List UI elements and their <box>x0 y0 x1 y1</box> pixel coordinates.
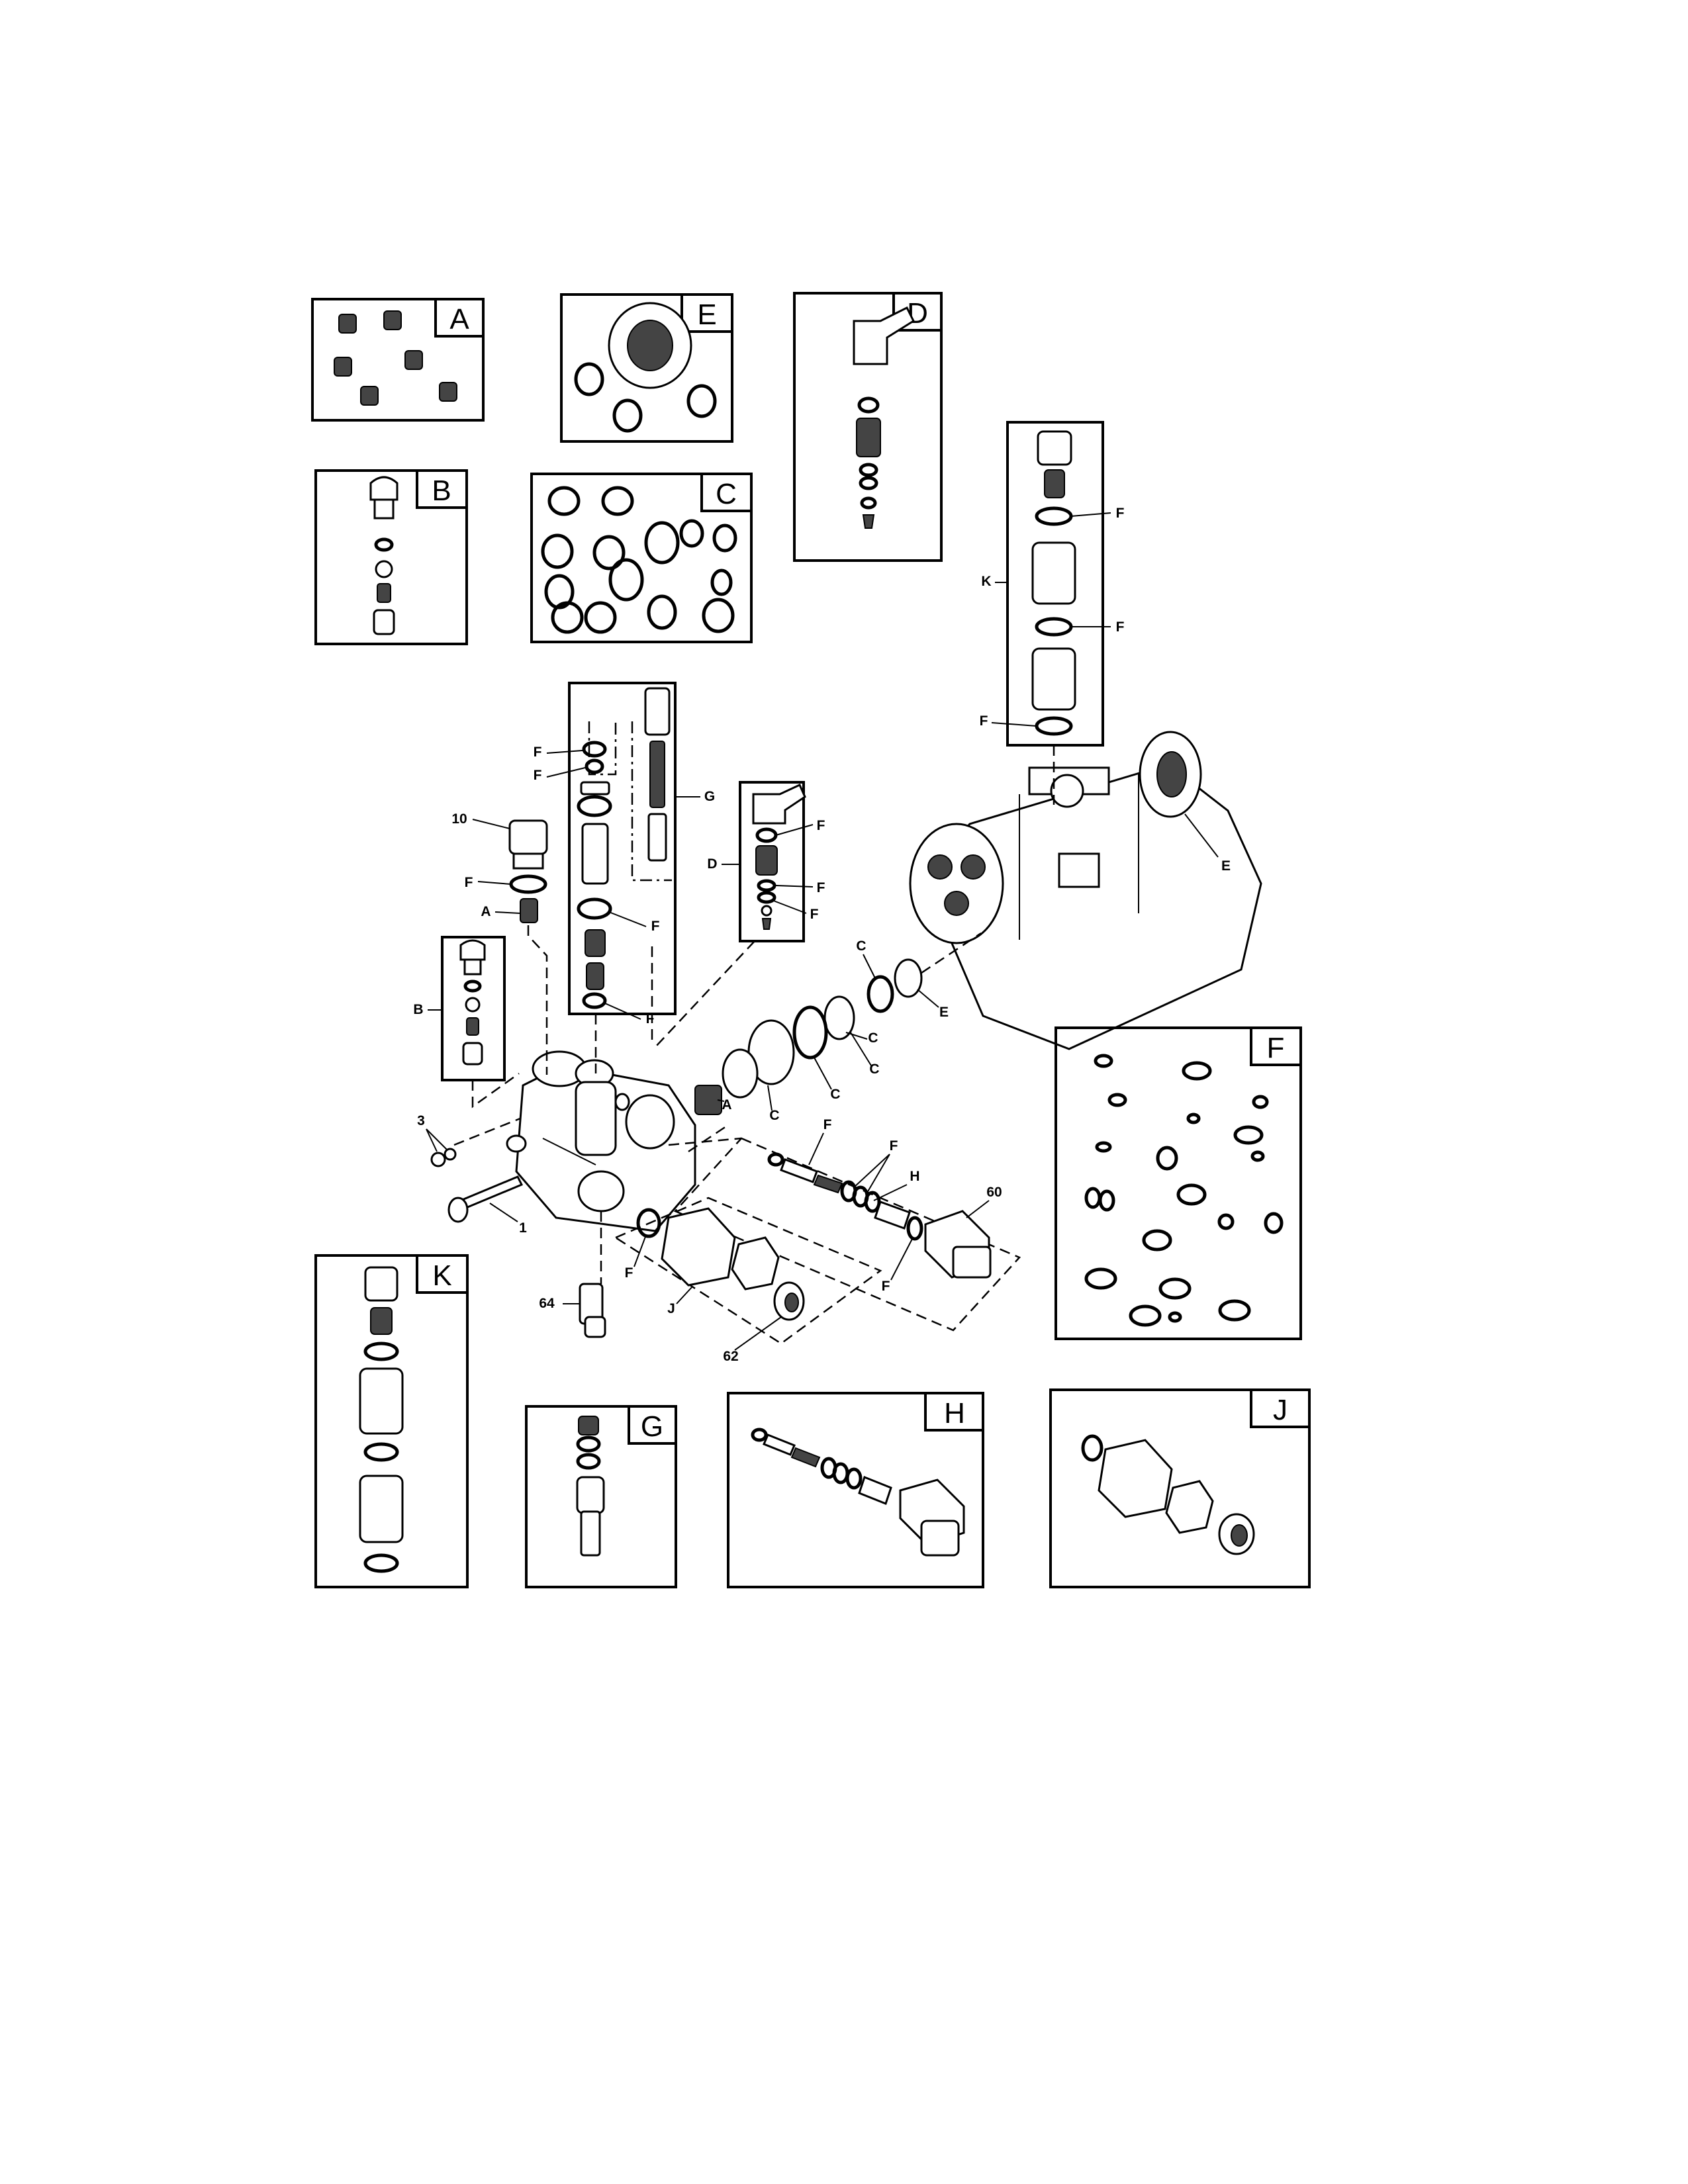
kit-j-parts <box>1081 1434 1255 1555</box>
callout: 62 <box>723 1349 738 1364</box>
callout: H <box>910 1169 919 1184</box>
inlet-seal-callouts: C E C C C A C <box>717 938 949 1123</box>
d-assembly-callouts: F D F F <box>707 818 825 922</box>
kit-f-label: F <box>1267 1032 1285 1064</box>
kit-a-panel: A <box>311 298 485 422</box>
kit-f-panel: F <box>1055 1026 1302 1340</box>
h-assembly-callouts: F F H 60 F <box>808 1117 1002 1294</box>
callout: F <box>810 907 819 922</box>
kit-c-panel: C <box>530 473 753 643</box>
kit-k-panel: K <box>314 1254 469 1588</box>
callout: F <box>817 880 825 895</box>
callout: F <box>882 1279 890 1294</box>
kit-f-orings <box>1084 1054 1284 1327</box>
part-64-fitting: 64 <box>539 1283 606 1338</box>
callout: C <box>868 1030 878 1046</box>
callout: F <box>465 875 473 890</box>
j-assembly-group <box>614 1197 882 1345</box>
kit-h-label: H <box>944 1397 965 1430</box>
callout: 10 <box>451 811 467 827</box>
kit-d-unloader-parts <box>853 306 915 529</box>
pump-crankcase <box>909 763 1262 1050</box>
part-3-screws: 3 <box>417 1113 457 1167</box>
callout: C <box>769 1108 779 1123</box>
pump-e-seal: E <box>1139 731 1231 874</box>
kit-h-parts <box>751 1428 965 1557</box>
callout: F <box>651 919 660 934</box>
kit-e-panel: E <box>560 293 733 443</box>
kit-e-seals <box>574 302 717 433</box>
callout: F <box>534 745 542 760</box>
h-assembly-group <box>673 1137 1021 1332</box>
callout: 1 <box>519 1220 527 1236</box>
g-assembly-callouts: F F G F F <box>534 745 716 1026</box>
callout: F <box>890 1138 898 1154</box>
kit-b-panel: B <box>314 469 468 645</box>
callout: D <box>707 856 717 872</box>
kit-c-seals <box>541 486 737 634</box>
callout: F <box>980 713 988 729</box>
kit-k-parts <box>359 1266 404 1573</box>
callout: E <box>939 1005 949 1020</box>
callout: F <box>534 768 542 783</box>
callout: F <box>646 1011 655 1026</box>
callout: 64 <box>539 1296 555 1311</box>
j-assembly-callouts: F J 62 <box>625 1234 782 1364</box>
kit-g-parts <box>576 1416 605 1557</box>
kit-b-check-valve <box>369 476 399 635</box>
callout: A <box>481 904 491 919</box>
callout: F <box>625 1265 633 1281</box>
callout: C <box>869 1062 879 1077</box>
kit-d-panel: D <box>793 292 943 562</box>
part-1-bolt: 1 <box>447 1175 527 1236</box>
callout: C <box>856 938 866 954</box>
kit-h-panel: H <box>727 1392 984 1588</box>
inlet-seal-stack <box>614 958 923 1115</box>
kit-k-label: K <box>432 1259 451 1292</box>
callout: A <box>722 1097 731 1113</box>
callout: 3 <box>417 1113 425 1128</box>
part-10-plug: 10 F A <box>451 811 548 923</box>
kit-g-label: G <box>641 1410 663 1443</box>
b-assembly-column: B <box>413 936 506 1081</box>
callout: F <box>823 1117 832 1132</box>
kit-j-panel: J <box>1049 1388 1311 1588</box>
callout: F <box>817 818 825 833</box>
callout: E <box>1221 858 1231 874</box>
k-assembly-callouts: F K F F <box>980 506 1125 729</box>
callout: K <box>981 574 991 589</box>
callout: G <box>704 789 715 804</box>
d-assembly-column <box>739 781 806 942</box>
kit-g-panel: G <box>525 1405 677 1588</box>
callout: C <box>830 1087 840 1102</box>
kit-e-label: E <box>697 298 716 331</box>
kit-c-label: C <box>716 478 737 510</box>
kit-b-label: B <box>432 475 451 507</box>
kit-a-plugs <box>334 310 457 406</box>
callout: F <box>1116 619 1125 635</box>
callout: F <box>1116 506 1125 521</box>
callout: B <box>413 1002 423 1017</box>
k-assembly-column <box>1006 421 1104 747</box>
kit-j-label: J <box>1273 1394 1288 1426</box>
connection-lines <box>453 745 1055 1284</box>
manifold-body <box>506 1050 696 1232</box>
kit-a-label: A <box>449 303 469 336</box>
callout: 60 <box>986 1185 1002 1200</box>
g-assembly-column <box>568 682 677 1015</box>
callout: J <box>667 1301 675 1316</box>
